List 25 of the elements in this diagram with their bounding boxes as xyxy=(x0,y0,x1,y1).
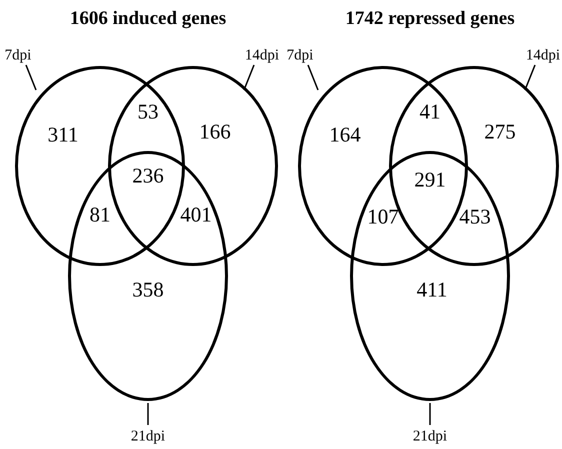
gene-count: 53 xyxy=(138,100,158,124)
gene-count: 236 xyxy=(132,164,164,188)
circle-label: 14dpi xyxy=(526,48,560,64)
venn-circle xyxy=(68,151,228,401)
panel-heading: 1606 induced genes xyxy=(70,8,226,30)
gene-count: 453 xyxy=(459,204,491,230)
gene-count: 81 xyxy=(90,202,110,228)
gene-count: 107 xyxy=(367,204,399,230)
gene-count: 291 xyxy=(414,168,446,192)
circle-label: 21dpi xyxy=(412,428,448,446)
venn-circle xyxy=(350,151,510,401)
gene-count: 41 xyxy=(420,100,440,124)
panel-heading: 1742 repressed genes xyxy=(345,8,515,30)
gene-count: 311 xyxy=(48,122,78,148)
gene-count: 401 xyxy=(180,202,212,228)
gene-count: 275 xyxy=(484,120,516,144)
gene-count: 164 xyxy=(329,122,361,148)
circle-label: 14dpi xyxy=(244,48,280,64)
gene-count: 411 xyxy=(416,278,448,302)
gene-count: 166 xyxy=(199,120,231,144)
venn-circle xyxy=(108,66,278,266)
circle-label: 7dpi xyxy=(286,48,314,64)
circle-label: 7dpi xyxy=(4,48,32,64)
gene-count: 358 xyxy=(132,278,164,302)
circle-label: 21dpi xyxy=(130,428,166,446)
